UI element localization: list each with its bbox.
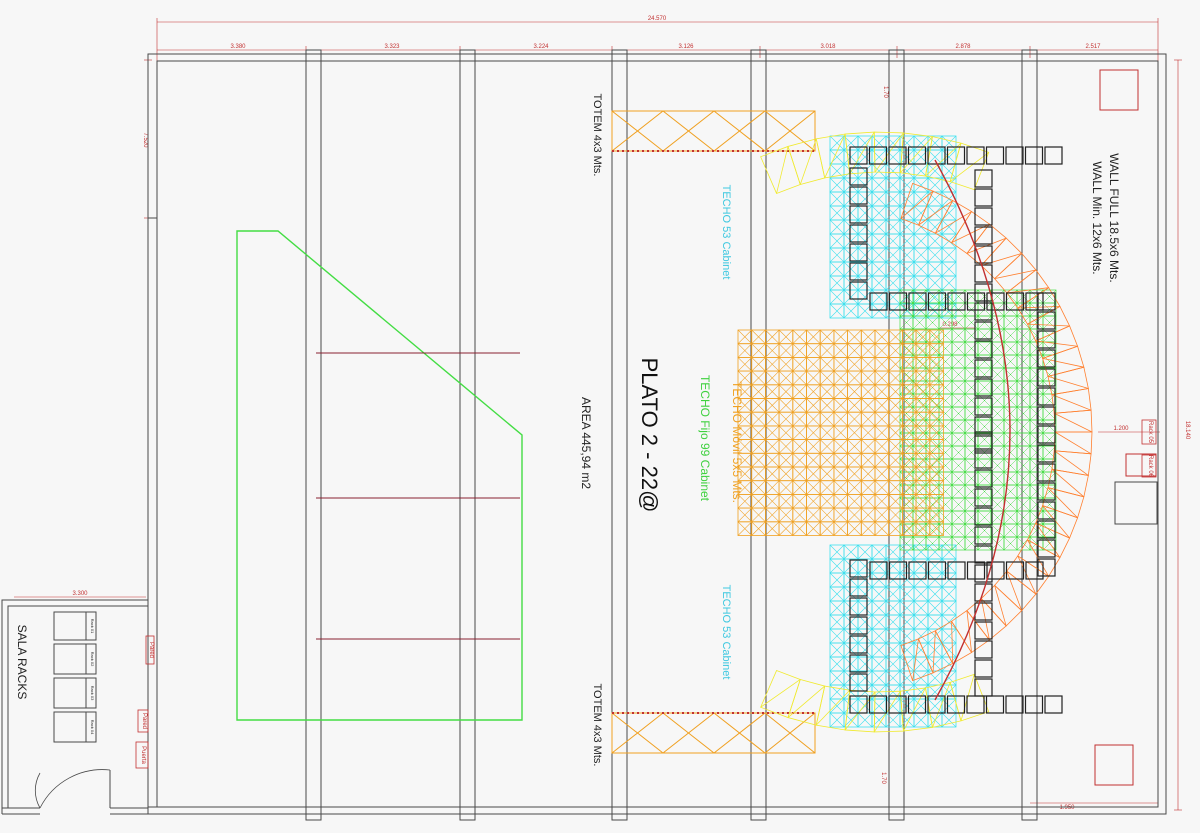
label-techo-movil: TECHO Móvil 5x5 Mts. bbox=[730, 381, 744, 503]
dim-side-offset: 1.200 bbox=[1113, 426, 1129, 432]
dim-segment-7: 2.517 bbox=[1085, 44, 1101, 50]
dim-total-width: 24.570 bbox=[648, 16, 667, 22]
label-techo53-bottom: TECHO 53 Cabinet bbox=[720, 585, 732, 680]
techo-fijo-99-cabinet bbox=[899, 289, 1057, 551]
rack-03: Rack 03 bbox=[90, 686, 95, 701]
tag-pared-2: Pared bbox=[141, 713, 147, 729]
wall-cabinet-blocks bbox=[849, 146, 1063, 714]
label-sala-racks: SALA RACKS bbox=[15, 625, 29, 700]
rack-01: Rack 01 bbox=[90, 619, 95, 634]
totem-bottom bbox=[611, 712, 816, 754]
label-techo-fijo: TECHO Fijo 99 Cabinet bbox=[698, 375, 712, 502]
area-label: AREA 445,94 m2 bbox=[579, 397, 593, 489]
dim-curve-offset: 0.298 bbox=[942, 322, 958, 328]
techo-movil-5x5 bbox=[737, 329, 944, 536]
red-arc-line bbox=[934, 159, 1011, 701]
dim-rack-room-width: 3.300 bbox=[72, 591, 88, 597]
sala-racks-room bbox=[1, 599, 148, 815]
side-rack-boxes bbox=[1141, 419, 1157, 478]
tag-pared-1: Pared bbox=[148, 642, 154, 658]
rack-02: Rack 02 bbox=[90, 652, 95, 667]
label-totem-top: TOTEM 4x3 Mts. bbox=[591, 94, 603, 177]
rack-04: Rack 04 bbox=[90, 720, 95, 735]
label-techo53-top: TECHO 53 Cabinet bbox=[720, 185, 732, 280]
side-rack-06: Rack 06 bbox=[1147, 455, 1153, 478]
wine-guide-lines bbox=[316, 352, 520, 640]
building-walls bbox=[147, 53, 1167, 815]
corner-boxes bbox=[1094, 69, 1158, 786]
label-wall-full: WALL FULL 18.5x6 Mts. bbox=[1107, 153, 1121, 282]
label-wall-min: WALL Min. 12x6 Mts. bbox=[1090, 161, 1104, 274]
plato-title: PLATO 2 - 22@ bbox=[637, 358, 662, 513]
dim-right-height: 18.140 bbox=[1184, 421, 1190, 440]
totem-top bbox=[611, 110, 816, 152]
tag-puerta: Puerta bbox=[140, 746, 146, 764]
dim-segment-4: 3.126 bbox=[678, 44, 694, 50]
dim-small-mark-top: 1.70 bbox=[882, 86, 888, 98]
dim-segment-5: 3.018 bbox=[820, 44, 836, 50]
dim-segment-6: 2.878 bbox=[955, 44, 971, 50]
label-totem-bottom: TOTEM 4x3 Mts. bbox=[591, 684, 603, 767]
structural-columns bbox=[305, 49, 1038, 821]
dim-left-height: 7.520 bbox=[142, 132, 148, 148]
dim-segment-2: 3.323 bbox=[384, 44, 400, 50]
side-rack-05: Rack 05 bbox=[1147, 421, 1153, 444]
dim-segment-3: 3.224 bbox=[533, 44, 549, 50]
dim-segment-1: 3.380 bbox=[230, 44, 246, 50]
dim-bottom-offset: 1.950 bbox=[1059, 805, 1075, 811]
wall-tags bbox=[135, 635, 155, 769]
floor-zone-outline bbox=[236, 230, 523, 721]
dim-small-mark-bottom: 1.70 bbox=[880, 772, 886, 784]
